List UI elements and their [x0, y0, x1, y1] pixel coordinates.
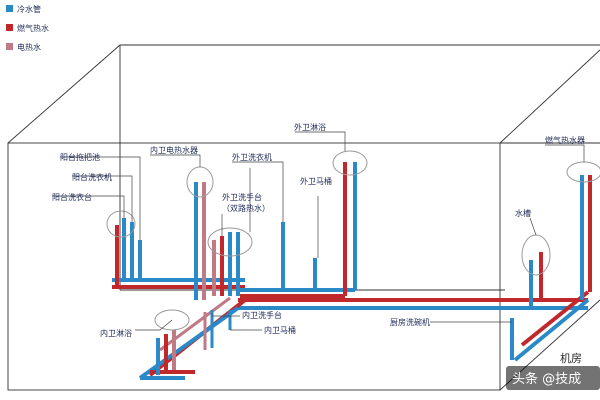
circle-faucet — [521, 234, 551, 276]
label-outer-bath-toilet: 外卫马桶 — [300, 176, 332, 186]
label-outer-bath-washer: 外卫洗衣机 — [232, 152, 272, 162]
pipe-hot-right-diagonal — [520, 290, 590, 347]
label-balcony-mop: 阳台拖把池 — [60, 152, 100, 162]
legend-swatch-gas-hot — [6, 24, 13, 31]
label-balcony-washer: 阳台洗衣机 — [72, 172, 112, 182]
legend-label-elec-hot: 电热水 — [17, 42, 41, 52]
watermark-bg — [506, 366, 600, 390]
watermark-text: 头条 @技成 — [512, 371, 581, 387]
label-inner-bath-toilet: 内卫马桶 — [264, 325, 296, 335]
legend-swatch-elec-hot — [6, 43, 13, 50]
watermark: 机房 头条 @技成 — [506, 351, 600, 390]
legend-label-gas-hot: 燃气热水 — [17, 23, 49, 33]
leader-gas-heater — [545, 144, 585, 162]
pipe-elec-diagonal — [159, 296, 231, 352]
circle-inner-shower — [154, 309, 190, 331]
circle-heater — [186, 166, 214, 198]
label-outer-bath-basin-note: （双路热水） — [222, 203, 270, 213]
label-outer-bath-basin: 外卫洗手台 — [222, 192, 262, 202]
label-inner-bath-heater: 内卫电热水器 — [150, 145, 198, 155]
label-faucet: 水槽 — [515, 208, 531, 218]
frame-front-wall — [7, 142, 501, 391]
legend-label-cold: 冷水管 — [17, 4, 41, 14]
label-balcony-basin: 阳台洗衣台 — [52, 192, 92, 202]
label-gas-heater: 燃气热水器 — [545, 135, 585, 145]
frame-right-top — [499, 49, 600, 144]
circle-balcony — [106, 210, 136, 238]
leader-faucet — [529, 217, 537, 236]
legend-swatch-cold — [6, 5, 13, 12]
circle-shower — [332, 150, 368, 176]
circle-outer-basin — [207, 227, 253, 257]
label-kitchen-dishwasher: 厨房洗碗机 — [390, 317, 430, 327]
leader-balcony-basin — [52, 195, 125, 218]
watermark-small: 机房 — [560, 351, 582, 365]
risers — [115, 162, 592, 375]
fixture-labels: 阳台拖把池 阳台洗衣机 阳台洗衣台 内卫电热水器 外卫淋浴 外卫洗衣机 外卫洗手… — [52, 122, 585, 338]
leader-balcony-mop — [60, 156, 141, 240]
leader-outer-washer — [232, 161, 284, 222]
leader-lines — [52, 131, 585, 331]
label-inner-bath-shower: 内卫淋浴 — [100, 328, 132, 338]
pipe-cold-right-diagonal — [513, 298, 590, 362]
label-inner-bath-basin: 内卫洗手台 — [242, 310, 282, 320]
leader-outer-shower — [295, 131, 346, 151]
legend: 冷水管 燃气热水 电热水 — [6, 4, 49, 52]
leader-inner-shower — [135, 319, 173, 331]
main-pipes — [112, 278, 590, 380]
leader-balcony-washer — [72, 175, 133, 222]
leader-heater — [150, 154, 201, 167]
label-outer-bath-shower: 外卫淋浴 — [294, 122, 326, 132]
